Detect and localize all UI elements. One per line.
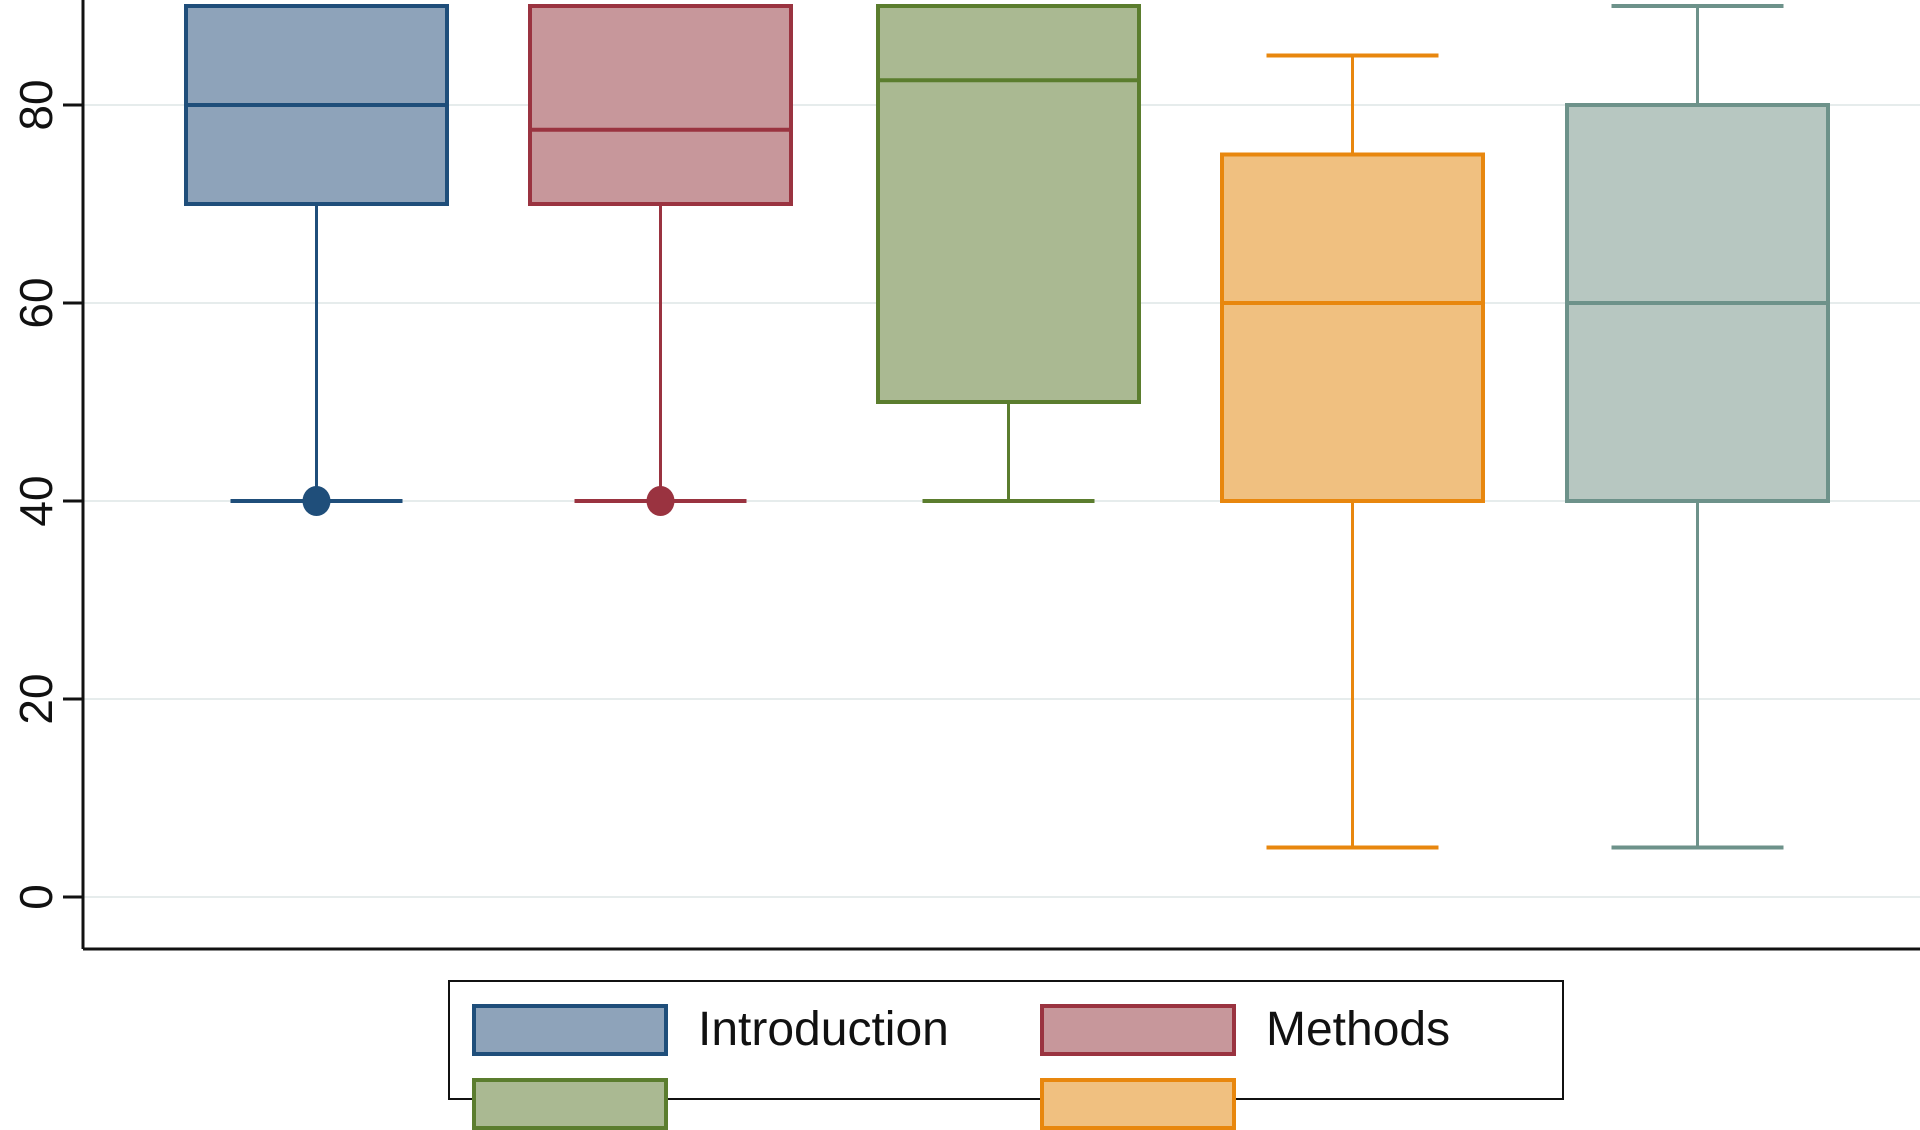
y-tick-label: 20	[10, 673, 62, 724]
boxes	[184, 4, 1830, 850]
box-series-5	[1565, 4, 1830, 850]
legend-item-introduction: Introduction	[472, 1002, 949, 1057]
legend-label: Methods	[1266, 1003, 1451, 1056]
legend-item-methods: Methods	[1040, 1002, 1450, 1057]
outlier-marker	[302, 486, 331, 516]
legend-item-green	[472, 1078, 698, 1130]
legend-swatch-red	[1040, 1003, 1236, 1056]
legend-swatch-green	[472, 1078, 668, 1130]
box-methods	[528, 4, 793, 516]
y-tick-label: 0	[10, 884, 62, 910]
y-tick-label: 60	[10, 277, 62, 328]
box-plot-chart: 0 20 40 60 80	[10, 0, 1920, 951]
legend-item-orange	[1040, 1078, 1266, 1130]
legend-swatch-blue	[472, 1003, 668, 1056]
legend: Introduction Methods	[448, 980, 1564, 1130]
box-series-3	[876, 4, 1141, 503]
box-series-4	[1220, 53, 1485, 850]
outlier-marker	[646, 486, 675, 516]
legend-label: Introduction	[698, 1003, 949, 1056]
y-tick-label: 40	[10, 475, 62, 526]
y-axis: 0 20 40 60 80	[10, 0, 1920, 951]
box-introduction	[184, 4, 449, 516]
legend-swatch-orange	[1040, 1078, 1236, 1130]
y-tick-label: 80	[10, 79, 62, 130]
